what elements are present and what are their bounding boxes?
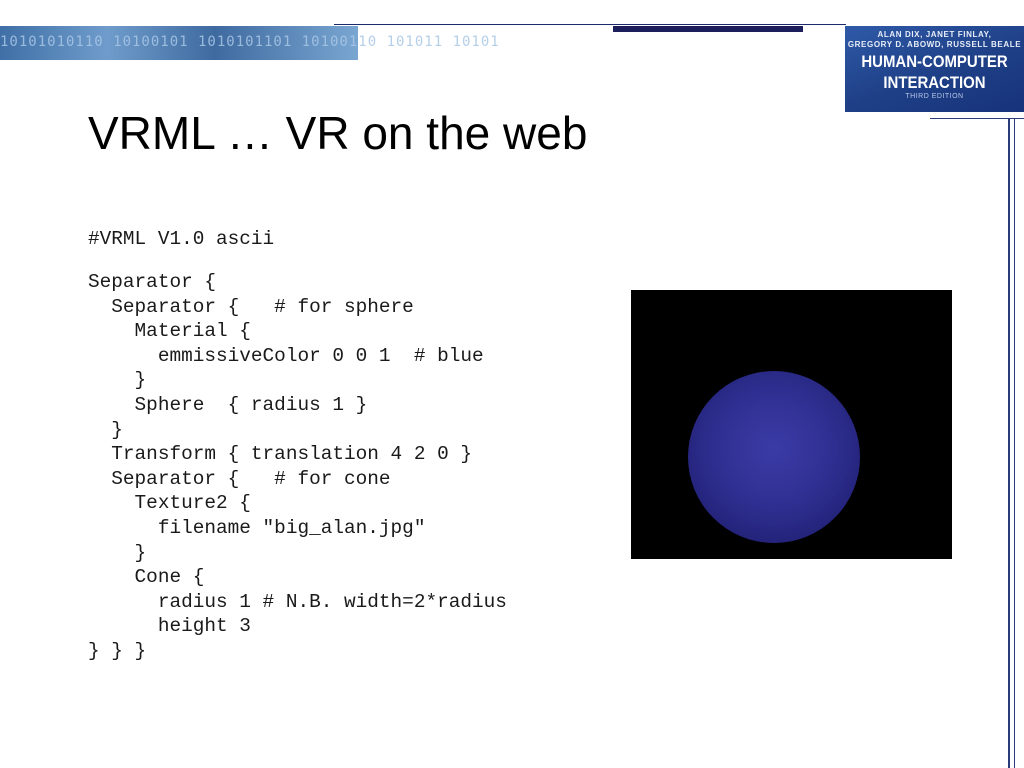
code-line: } [88,418,123,441]
code-line: Separator { # for cone [88,467,391,490]
code-line: } [88,369,147,392]
book-authors-line-1: ALAN DIX, JANET FINLAY, [877,30,992,39]
vrml-render-preview [631,290,952,559]
code-line: radius 1 # N.B. width=2*radius [88,590,507,613]
book-title-line-1: HUMAN-COMPUTER [861,52,1008,71]
code-line: Sphere { radius 1 } [88,393,368,416]
code-line: Material { [88,320,251,343]
code-line: filename "big_alan.jpg" [88,516,426,539]
code-line: Separator { # for sphere [88,295,414,318]
blue-sphere [688,371,860,543]
book-title-line-2: INTERACTION [883,73,986,92]
code-line: emmissiveColor 0 0 1 # blue [88,344,484,367]
right-frame-line [1008,118,1010,768]
book-authors-line-2: GREGORY D. ABOWD, RUSSELL BEALE [847,40,1022,49]
book-edition: THIRD EDITION [905,93,964,100]
right-frame-top-line [930,118,1024,119]
header-banner-strip: 10101010110 10100101 1010101101 10100110… [0,26,499,60]
code-line: height 3 [88,615,251,638]
header-rule-line [334,24,846,25]
banner-binary-text: 10101010110 10100101 1010101101 10100110… [0,34,500,50]
right-frame-inner-line [1014,118,1024,768]
header-accent-bar [613,26,803,32]
code-line: Separator { [88,271,216,293]
code-line: Cone { [88,566,205,589]
code-line: } [88,541,147,564]
code-line: Transform { translation 4 2 0 } [88,443,472,466]
code-line: Texture2 { [88,492,251,515]
code-line: } } } [88,639,147,662]
slide-title: VRML … VR on the web [88,107,588,159]
code-listing: Separator { Separator { # for sphere Mat… [88,270,507,664]
book-cover-logo: ALAN DIX, JANET FINLAY, GREGORY D. ABOWD… [845,26,1024,112]
code-header-line: #VRML V1.0 ascii [88,228,275,250]
